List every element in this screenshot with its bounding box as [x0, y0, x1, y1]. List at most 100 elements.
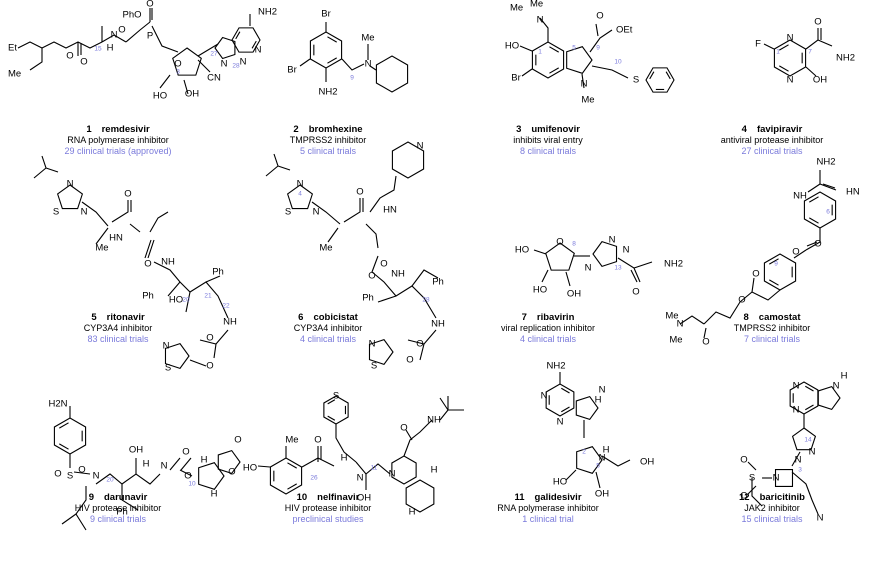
bond [335, 424, 357, 463]
locant-label: 28 [232, 63, 240, 70]
ring [576, 446, 603, 474]
atom-label: NH2 [546, 361, 565, 372]
atom-label: O [146, 0, 153, 10]
ring [323, 395, 349, 425]
atom-label: N [817, 513, 824, 524]
atom-label: O [206, 333, 213, 344]
atom-label: N [609, 235, 616, 246]
bond [411, 269, 439, 287]
bond [779, 65, 789, 72]
bond [541, 269, 549, 283]
ring [545, 242, 575, 271]
bond [591, 65, 629, 79]
compound-target: HIV protease inhibitor [75, 503, 162, 513]
atom-label: S [333, 391, 339, 402]
compound-number: 1 [86, 124, 92, 135]
bond [809, 196, 819, 203]
bond [205, 275, 221, 283]
bond [439, 396, 464, 421]
atom-label: N [809, 447, 816, 458]
bond [533, 249, 547, 255]
atom-label: NH [391, 269, 405, 280]
ring [531, 41, 565, 79]
compound-name: umifenovir [531, 124, 580, 135]
bond [341, 58, 365, 71]
atom-label: O [174, 59, 181, 70]
bond [805, 385, 814, 392]
ring [231, 27, 261, 53]
atom-label: H [107, 43, 114, 54]
atom-label: Me [285, 435, 298, 446]
atom-label: O [792, 247, 799, 258]
bond [169, 457, 181, 471]
atom-label: N [581, 79, 588, 90]
atom-label: O [124, 189, 131, 200]
locant-label: 26 [310, 475, 318, 482]
compound-name: ritonavir [107, 312, 145, 323]
compound-target: viral replication inhibitor [501, 323, 595, 333]
bond [403, 419, 433, 457]
compound-target: HIV protease inhibitor [285, 503, 372, 513]
compound-name: nelfinavir [317, 492, 360, 503]
bond [327, 415, 336, 421]
atom-label: Br [321, 9, 331, 20]
bond [327, 57, 337, 64]
locant-label: 1 [776, 49, 780, 56]
compound-name: bromhexine [309, 124, 363, 135]
bond [129, 223, 141, 233]
atom-label: N [297, 179, 304, 190]
bond [539, 17, 549, 42]
locant-label: 20 [106, 477, 114, 484]
atom-label: N [163, 341, 170, 352]
bond [805, 28, 819, 50]
atom-label: N [541, 391, 548, 402]
atom-label: N [599, 453, 606, 464]
bond [327, 227, 339, 243]
atom-label: O [596, 11, 603, 22]
compound-trials: 4 clinical trials [520, 334, 577, 344]
bond [197, 59, 211, 73]
bond [751, 478, 763, 507]
atom-label: O [368, 271, 375, 282]
bond [679, 315, 705, 325]
atom-label: HN [383, 205, 397, 216]
atom-label: Br [511, 73, 521, 84]
bond [257, 465, 271, 468]
atom-label: N [161, 461, 168, 472]
atom-label: O [400, 423, 407, 434]
bond [59, 422, 69, 429]
bond [589, 29, 613, 53]
compound-trials: preclinical studies [292, 514, 364, 524]
ring [645, 67, 675, 93]
locant-label: 28 [422, 297, 430, 304]
atom-label: Ph [116, 507, 128, 518]
bond [235, 31, 241, 40]
atom-label: OH [185, 89, 199, 100]
compound-number: 5 [91, 312, 97, 323]
ring [592, 240, 618, 268]
bond [95, 473, 161, 485]
bond [327, 399, 336, 405]
bond [561, 387, 570, 394]
atom-label: OH [567, 289, 581, 300]
bond [369, 175, 397, 213]
atom-label: Me [319, 243, 332, 254]
atom-label: OEt [616, 25, 633, 36]
bond [167, 281, 181, 297]
atom-label: Ph [212, 267, 224, 278]
bond [369, 65, 377, 71]
atom-label: O [738, 295, 745, 306]
bond [199, 329, 229, 345]
